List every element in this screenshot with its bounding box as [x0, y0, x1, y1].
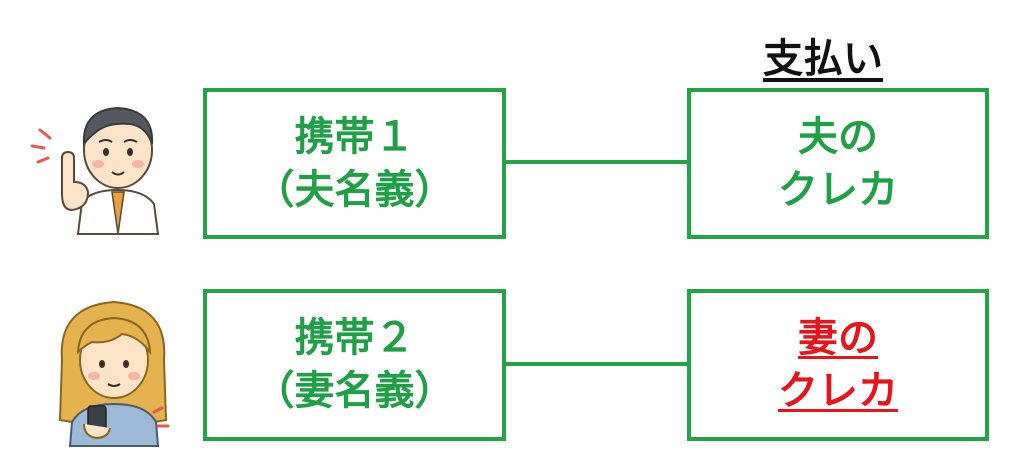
husband-card-box: 夫の クレカ [687, 88, 989, 239]
woman-phone-icon [58, 300, 170, 447]
wife-card-line2: クレカ [778, 368, 898, 414]
connector-line-2 [506, 362, 687, 366]
payment-header: 支払い [763, 36, 883, 82]
husband-card-line2: クレカ [778, 166, 898, 213]
phone1-label: 携帯１ [294, 113, 415, 160]
phone2-label: 携帯２ [294, 315, 415, 362]
husband-card-line1: 夫の [798, 113, 878, 160]
phone2-owner: （妻名義） [254, 368, 455, 414]
wife-card-line1: 妻の [798, 315, 878, 362]
connector-line-1 [506, 160, 687, 164]
wife-card-box: 妻の クレカ [687, 289, 989, 441]
phone1-box: 携帯１ （夫名義） [203, 88, 506, 239]
phone1-owner: （夫名義） [254, 166, 455, 213]
man-pointing-icon [30, 106, 160, 235]
phone2-box: 携帯２ （妻名義） [203, 289, 506, 441]
